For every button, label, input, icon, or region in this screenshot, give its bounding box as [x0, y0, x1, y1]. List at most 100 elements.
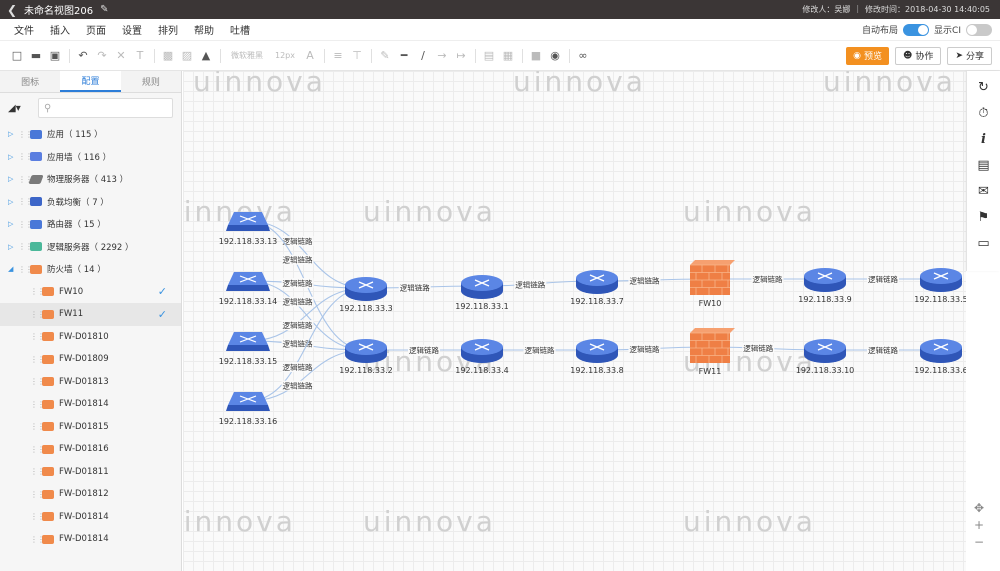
drag-handle-icon[interactable]: ⋮⋮ — [18, 197, 33, 207]
tree-category-app[interactable]: ▷⋮⋮应用（ 115 ） — [0, 123, 181, 146]
expand-icon[interactable]: ▷ — [8, 130, 14, 139]
drag-handle-icon[interactable]: ⋮⋮ — [30, 354, 45, 364]
tree-item-firewall[interactable]: ⋮⋮FW10✓ — [0, 281, 181, 304]
drag-handle-icon[interactable]: ⋮⋮ — [30, 422, 45, 432]
node-router[interactable]: 192.118.33.4 — [455, 339, 509, 375]
drag-handle-icon[interactable]: ⋮⋮ — [30, 287, 45, 297]
bring-front-icon[interactable]: ▩ — [162, 49, 174, 62]
shape-filter-dropdown[interactable]: ◢▾ — [8, 102, 21, 114]
text-style-icon[interactable]: ⊤ — [352, 49, 362, 62]
open-folder-icon[interactable]: ▬ — [30, 49, 42, 62]
send-back-icon[interactable]: ▨ — [181, 49, 193, 62]
tree-item-firewall[interactable]: ⋮⋮FW-D01812 — [0, 483, 181, 506]
save-icon[interactable]: ▣ — [49, 49, 61, 62]
connector-icon[interactable]: ∕ — [421, 49, 425, 62]
node-router[interactable]: 192.118.33.6 — [914, 339, 966, 375]
node-router[interactable]: 192.118.33.9 — [798, 268, 852, 304]
expand-icon[interactable]: ▷ — [8, 242, 14, 251]
tree-item-firewall[interactable]: ⋮⋮FW-D01813 — [0, 371, 181, 394]
menu-insert[interactable]: 插入 — [50, 26, 70, 37]
drag-handle-icon[interactable]: ⋮⋮ — [18, 129, 33, 139]
history-icon[interactable]: ⏱ — [978, 106, 989, 121]
expand-icon[interactable]: ▷ — [8, 175, 14, 184]
logical-link[interactable] — [247, 220, 367, 289]
sync-icon[interactable]: ↻ — [978, 80, 989, 95]
move-icon[interactable]: ✥ — [973, 500, 985, 515]
node-firewall[interactable]: FW11 — [690, 328, 735, 376]
arrow-style-icon[interactable]: → — [437, 49, 447, 62]
collaborate-button[interactable]: ☻协作 — [895, 46, 942, 65]
tree-item-firewall[interactable]: ⋮⋮FW-D01809 — [0, 348, 181, 371]
node-router[interactable]: 192.118.33.5 — [914, 268, 966, 304]
menu-feedback[interactable]: 吐槽 — [230, 26, 250, 37]
drag-handle-icon[interactable]: ⋮⋮ — [30, 377, 45, 387]
drag-handle-icon[interactable]: ⋮⋮ — [30, 489, 45, 499]
tag-icon[interactable]: ⚑ — [977, 210, 990, 225]
menu-arrange[interactable]: 排列 — [158, 26, 178, 37]
drag-handle-icon[interactable]: ⋮⋮ — [18, 219, 33, 229]
menu-file[interactable]: 文件 — [14, 26, 34, 37]
shadow-icon[interactable]: ▦ — [502, 49, 514, 62]
node-firewall[interactable]: FW10 — [690, 260, 735, 308]
node-switch[interactable]: 192.118.33.16 — [219, 392, 278, 426]
show-ci-toggle[interactable] — [966, 23, 992, 36]
document-title[interactable]: 未命名视图206 — [24, 6, 94, 17]
tree-category-router[interactable]: ▷⋮⋮路由器（ 15 ） — [0, 213, 181, 236]
theme-icon[interactable]: ◉ — [550, 49, 560, 62]
menu-help[interactable]: 帮助 — [194, 26, 214, 37]
info-icon[interactable]: i — [981, 132, 986, 147]
menu-settings[interactable]: 设置 — [122, 26, 142, 37]
node-router[interactable]: 192.118.33.2 — [339, 339, 393, 375]
share-button[interactable]: ➤分享 — [947, 46, 992, 65]
tree-item-firewall[interactable]: ⋮⋮FW11✓ — [0, 303, 181, 326]
auto-layout-toggle[interactable] — [903, 23, 930, 36]
fill-color-icon[interactable]: ✎ — [380, 49, 390, 62]
tree-item-firewall[interactable]: ⋮⋮FW-D01810 — [0, 326, 181, 349]
font-color-icon[interactable]: A — [306, 49, 314, 62]
drag-handle-icon[interactable]: ⋮⋮ — [18, 264, 33, 274]
tree-category-app-wall[interactable]: ▷⋮⋮应用墙（ 116 ） — [0, 146, 181, 169]
search-input[interactable]: ⚲ — [38, 98, 173, 118]
menu-page[interactable]: 页面 — [86, 26, 106, 37]
pencil-icon[interactable]: ✎ — [100, 4, 109, 15]
tree-category-firewall[interactable]: ◢⋮⋮防火墙（ 14 ） — [0, 258, 181, 281]
line-style-icon[interactable]: ━ — [400, 49, 408, 62]
monitor-icon[interactable]: ▭ — [977, 236, 990, 251]
node-router[interactable]: 192.118.33.7 — [570, 270, 624, 306]
expand-icon[interactable]: ▷ — [8, 152, 14, 161]
node-router[interactable]: 192.118.33.8 — [570, 339, 624, 375]
drag-handle-icon[interactable]: ⋮⋮ — [30, 467, 45, 477]
node-router[interactable]: 192.118.33.1 — [455, 275, 509, 311]
collapse-icon[interactable]: ◢ — [8, 265, 14, 274]
frame-icon[interactable]: ■ — [530, 49, 542, 62]
tree-item-firewall[interactable]: ⋮⋮FW-D01811 — [0, 461, 181, 484]
drag-handle-icon[interactable]: ⋮⋮ — [30, 309, 45, 319]
tree-category-logical-server[interactable]: ▷⋮⋮逻辑服务器（ 2292 ） — [0, 236, 181, 259]
preview-button[interactable]: ◉预览 — [846, 46, 890, 65]
expand-icon[interactable]: ▷ — [8, 197, 14, 206]
tree-item-firewall[interactable]: ⋮⋮FW-D01816 — [0, 438, 181, 461]
node-router[interactable]: 192.118.33.10 — [796, 339, 855, 375]
tree-item-firewall[interactable]: ⋮⋮FW-D01814 — [0, 506, 181, 529]
tree-item-firewall[interactable]: ⋮⋮FW-D01814 — [0, 393, 181, 416]
node-switch[interactable]: 192.118.33.14 — [219, 272, 278, 306]
link-icon[interactable]: ∞ — [578, 49, 588, 62]
tree-category-physical-server[interactable]: ▷⋮⋮物理服务器（ 413 ） — [0, 168, 181, 191]
drag-handle-icon[interactable]: ⋮⋮ — [30, 512, 45, 522]
delete-icon[interactable]: ✕ — [116, 49, 126, 62]
tree-category-load-balancer[interactable]: ▷⋮⋮负载均衡（ 7 ） — [0, 191, 181, 214]
drag-handle-icon[interactable]: ⋮⋮ — [18, 174, 33, 184]
drag-handle-icon[interactable]: ⋮⋮ — [30, 534, 45, 544]
tree-item-firewall[interactable]: ⋮⋮FW-D01815 — [0, 416, 181, 439]
font-size-select[interactable]: 12px — [275, 51, 295, 60]
node-switch[interactable]: 192.118.33.15 — [219, 332, 278, 366]
comment-icon[interactable]: ✉ — [978, 184, 989, 199]
expand-icon[interactable]: ▷ — [8, 220, 14, 229]
chevron-left-icon[interactable]: ❮ — [6, 2, 18, 17]
new-file-icon[interactable]: □ — [11, 49, 23, 62]
background-icon[interactable]: ▤ — [483, 49, 495, 62]
node-router[interactable]: 192.118.33.3 — [339, 277, 393, 313]
node-switch[interactable]: 192.118.33.13 — [219, 212, 278, 246]
